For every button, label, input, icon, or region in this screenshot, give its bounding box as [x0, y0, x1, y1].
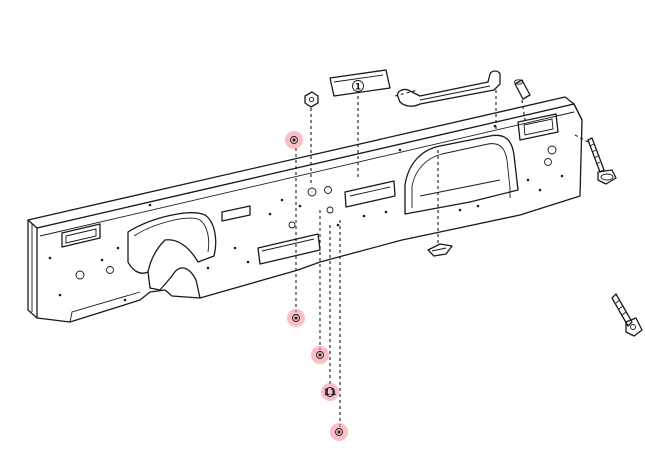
highlighted-fasteners	[285, 131, 348, 441]
upper-right-bolt	[587, 137, 617, 185]
dash-panel	[27, 96, 583, 323]
latch-bracket	[427, 243, 453, 257]
callout-11-label: 11	[324, 388, 337, 398]
callout-1-label: 1	[355, 83, 361, 93]
callout-1: 1	[352, 80, 364, 93]
plug-part	[514, 79, 531, 100]
mounting-dots	[48, 124, 564, 302]
top-nut	[304, 91, 319, 108]
grab-handle	[396, 70, 501, 107]
fastener-3[interactable]	[311, 346, 329, 364]
fastener-2[interactable]	[287, 309, 305, 327]
cover-plate	[329, 69, 391, 97]
fastener-1[interactable]	[285, 131, 303, 149]
fastener-4[interactable]	[321, 383, 339, 401]
callout-11: 11	[324, 388, 337, 398]
lower-right-bolt	[611, 293, 643, 337]
fastener-5[interactable]	[330, 423, 348, 441]
assembly-lines	[295, 89, 589, 428]
